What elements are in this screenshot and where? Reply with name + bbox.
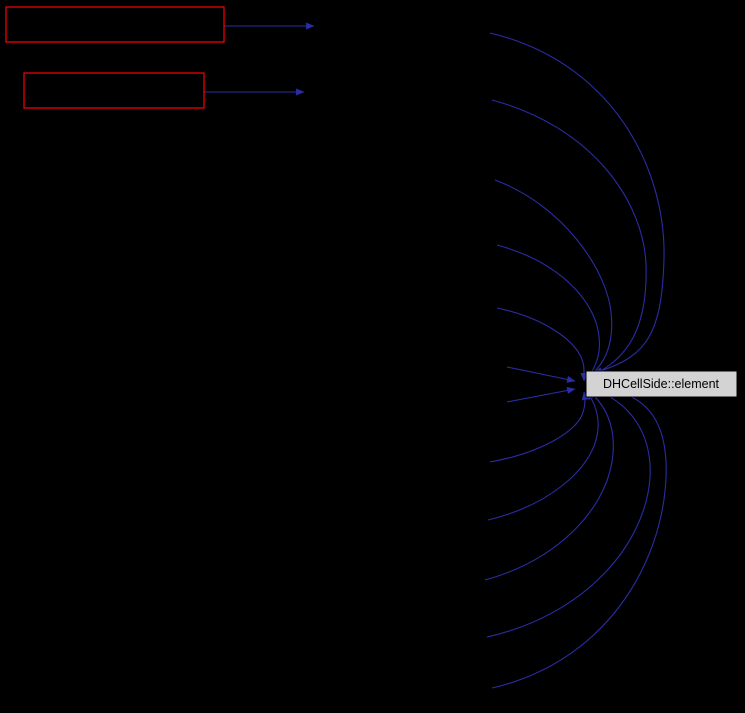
call-edge — [487, 391, 599, 521]
highlighted-node-box[interactable] — [585, 370, 738, 398]
call-edge — [496, 244, 600, 381]
call-edge — [491, 99, 647, 377]
call-edge — [489, 32, 665, 375]
call-edge — [494, 179, 613, 379]
call-edge — [506, 366, 576, 383]
red-caller-nodes — [5, 6, 225, 109]
caller-node-red-2[interactable] — [23, 72, 205, 109]
caller-node-red-1[interactable] — [5, 6, 225, 43]
caller-edges — [204, 22, 667, 689]
call-edge — [484, 390, 614, 581]
call-edge — [491, 384, 667, 689]
call-edge — [489, 391, 589, 463]
call-edge — [496, 307, 588, 382]
highlighted-node-label: DHCellSide::element — [603, 377, 720, 391]
highlighted-node[interactable]: DHCellSide::element — [585, 370, 738, 398]
call-edge — [506, 387, 576, 403]
call-edge — [486, 387, 651, 638]
